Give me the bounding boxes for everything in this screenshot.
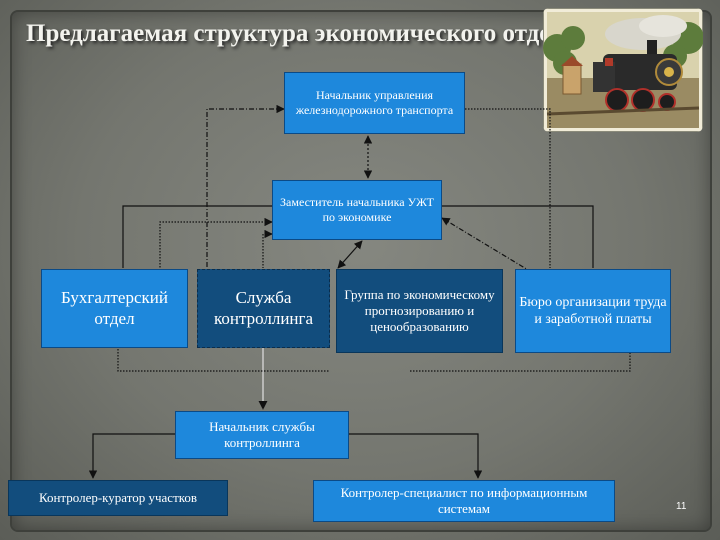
- deputy-label: Заместитель начальника УЖТ по экономике: [280, 195, 434, 224]
- slide-title: Предлагаемая структура экономического от…: [26, 20, 577, 47]
- connector-head-it: [349, 433, 483, 479]
- connector-row-bottom: [117, 349, 330, 372]
- slide-frame: [10, 10, 712, 532]
- locomotive-image: [543, 8, 703, 132]
- box-curator: Контролер-куратор участков: [8, 480, 228, 516]
- connector-deputy-outer-right: [442, 205, 594, 268]
- connector-deputy-outer: [122, 205, 272, 268]
- box-controlling-service: Служба контроллинга: [197, 269, 330, 348]
- accounting-label: Бухгалтерский отдел: [61, 287, 168, 328]
- curator-label: Контролер-куратор участков: [38, 490, 198, 506]
- box-forecasting-group: Группа по экономическому прогнозированию…: [336, 269, 503, 353]
- connector-row-bottom-right: [410, 349, 631, 372]
- slide-number: 11: [676, 501, 687, 512]
- connector-deputy-accounting: [159, 217, 273, 268]
- controlling-service-label: Служба контроллинга: [213, 287, 314, 328]
- labor-bureau-label: Бюро организации труда и заработной плат…: [519, 294, 667, 327]
- box-labor-bureau: Бюро организации труда и заработной плат…: [515, 269, 671, 353]
- connector-deputy-controlling: [262, 229, 273, 268]
- box-accounting-department: Бухгалтерский отдел: [41, 269, 188, 348]
- box-head-of-railway-transport: Начальник управления железнодорожного тр…: [284, 72, 465, 134]
- box-deputy-economics: Заместитель начальника УЖТ по экономике: [272, 180, 442, 240]
- connector-head-curator: [88, 433, 175, 479]
- controlling-head-label: Начальник службы контроллинга: [209, 419, 315, 450]
- box-controlling-head: Начальник службы контроллинга: [175, 411, 349, 459]
- connector-head-right: [465, 108, 551, 268]
- head-label: Начальник управления железнодорожного тр…: [295, 88, 454, 117]
- connector-deputy-forecasting: [337, 240, 363, 269]
- steam-locomotive-picture: [543, 8, 703, 132]
- connector-head-left: [206, 104, 285, 268]
- box-it-specialist: Контролер-специалист по информационным с…: [313, 480, 615, 522]
- forecasting-group-label: Группа по экономическому прогнозированию…: [344, 287, 495, 334]
- it-specialist-label: Контролер-специалист по информационным с…: [340, 485, 588, 516]
